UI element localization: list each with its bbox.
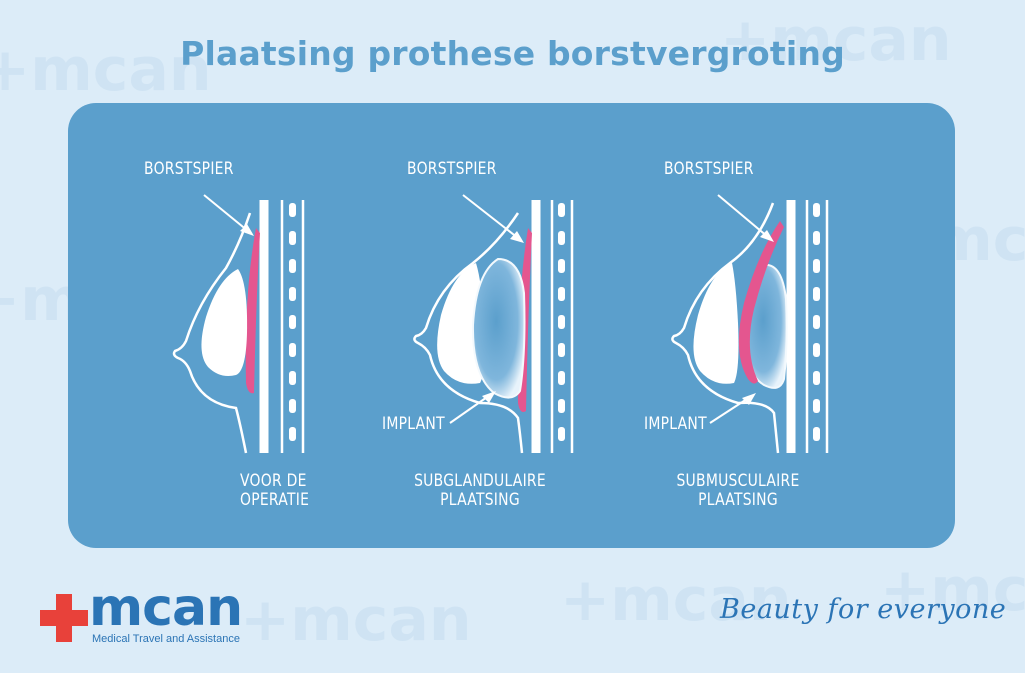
logo-wordmark[interactable]: mcan bbox=[89, 578, 243, 638]
pectoral-muscle-3 bbox=[738, 221, 784, 384]
diagram-subglandular bbox=[413, 194, 574, 454]
pectoral-muscle-1 bbox=[245, 228, 260, 394]
logo-subtitle: Medical Travel and Assistance bbox=[92, 633, 240, 645]
caption-subglandular: SUBGLANDULAIRE PLAATSING bbox=[414, 471, 546, 510]
muscle-label-3: BORSTSPIER bbox=[664, 159, 754, 179]
implant-label-2: IMPLANT bbox=[382, 414, 445, 434]
diagram-illustrations bbox=[172, 194, 829, 454]
tagline: Beauty for everyone bbox=[720, 594, 1007, 625]
mcan-cross-icon bbox=[40, 594, 88, 642]
implant-2 bbox=[471, 257, 526, 399]
chest-wall-1 bbox=[259, 200, 305, 453]
implant-label-3: IMPLANT bbox=[644, 414, 707, 434]
ribs-1 bbox=[289, 203, 296, 441]
caption-submuscular: SUBMUSCULAIRE PLAATSING bbox=[676, 471, 800, 510]
diagram-submuscular bbox=[671, 194, 829, 454]
svg-text:+mcan: +mcan bbox=[720, 5, 952, 75]
svg-text:+mcan: +mcan bbox=[880, 555, 1025, 625]
diagram-panel: BORSTSPIER BORSTSPIER BORSTSPIER IMPLANT… bbox=[68, 103, 955, 548]
muscle-label-1: BORSTSPIER bbox=[144, 159, 234, 179]
page-title: Plaatsing prothese borstvergroting bbox=[180, 34, 845, 73]
muscle-label-2: BORSTSPIER bbox=[407, 159, 497, 179]
muscle-pointer-2 bbox=[462, 194, 519, 239]
muscle-pointer-3 bbox=[717, 194, 769, 238]
skin-outline-1 bbox=[172, 212, 252, 454]
breast-tissue-1 bbox=[201, 269, 248, 376]
svg-text:+mcan: +mcan bbox=[560, 565, 792, 635]
svg-text:+mcan: +mcan bbox=[240, 585, 472, 655]
breast-tissue-2 bbox=[437, 263, 485, 384]
skin-outline-2 bbox=[413, 212, 524, 454]
skin-outline-3 bbox=[671, 202, 780, 454]
caption-before: VOOR DE OPERATIE bbox=[240, 471, 310, 510]
breast-tissue-3 bbox=[693, 263, 739, 384]
svg-text:+mcan: +mcan bbox=[0, 35, 212, 105]
implant-pointer-2 bbox=[449, 394, 491, 424]
diagram-before bbox=[172, 194, 305, 454]
implant-pointer-3 bbox=[709, 396, 751, 424]
muscle-pointer-1 bbox=[203, 194, 249, 232]
